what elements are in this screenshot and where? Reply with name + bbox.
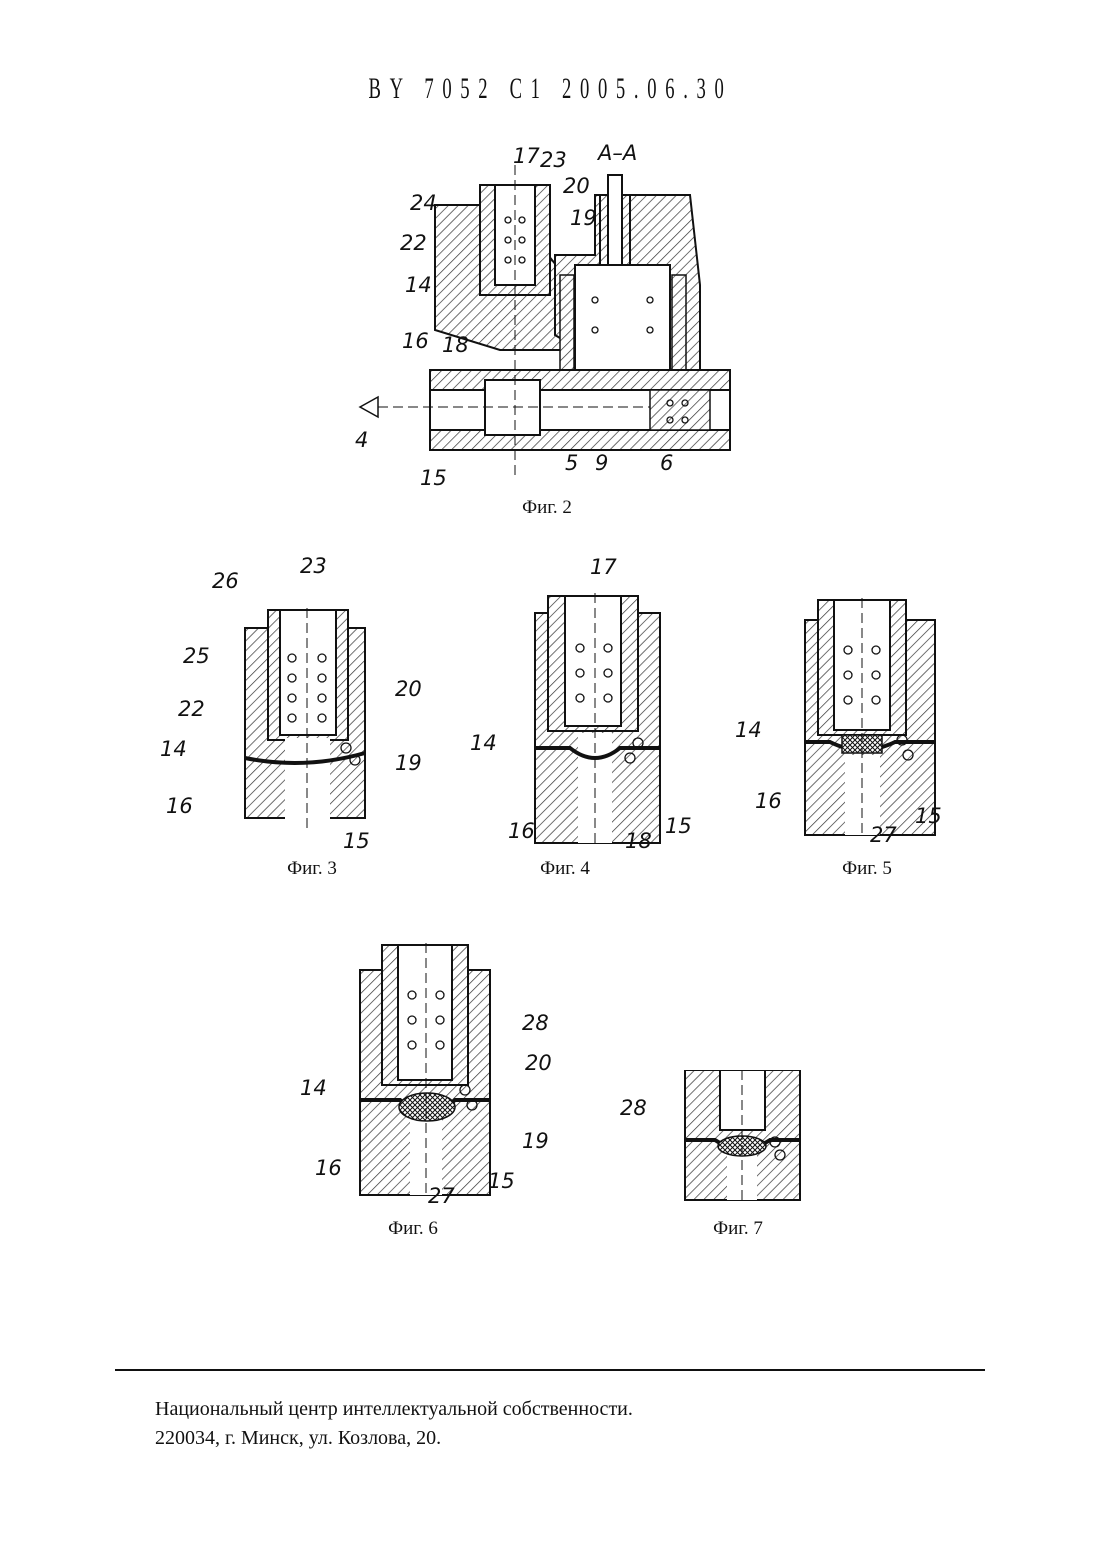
fig4-label-15: 15 — [665, 814, 692, 838]
fig6-label-20: 20 — [525, 1051, 552, 1075]
figure-7: 28 — [615, 1070, 815, 1210]
footer-address: 220034, г. Минск, ул. Козлова, 20. — [155, 1427, 441, 1450]
fig3-label-16: 16 — [166, 794, 193, 818]
fig4-label-16: 16 — [508, 819, 535, 843]
footer-divider — [115, 1369, 985, 1371]
figure-6-drawing: 28 20 14 19 16 27 15 — [290, 935, 570, 1215]
fig2-section-label: A–A — [596, 141, 637, 165]
figure-3-caption: Фиг. 3 — [252, 858, 372, 880]
fig5-label-16: 16 — [755, 789, 782, 813]
fig4-label-17: 17 — [590, 555, 617, 579]
figure-6-caption: Фиг. 6 — [353, 1218, 473, 1240]
figure-3: 26 23 25 22 20 14 19 16 15 — [150, 548, 440, 858]
fig2-label-20: 20 — [563, 174, 590, 198]
fig5-label-14: 14 — [735, 718, 762, 742]
figure-4-drawing: 17 14 16 18 15 — [460, 548, 700, 858]
figure-4: 17 14 16 18 15 — [460, 548, 700, 858]
fig5-label-15: 15 — [915, 804, 942, 828]
figure-5: 14 16 27 15 — [730, 580, 950, 855]
fig2-label-14: 14 — [405, 273, 432, 297]
footer-organization: Национальный центр интеллектуальной собс… — [155, 1398, 633, 1421]
fig4-label-18: 18 — [625, 829, 652, 853]
figure-7-caption: Фиг. 7 — [678, 1218, 798, 1240]
fig3-label-25: 25 — [183, 644, 210, 668]
fig4-label-14: 14 — [470, 731, 497, 755]
fig2-label-15: 15 — [420, 466, 447, 490]
fig2-label-22: 22 — [400, 231, 427, 255]
fig2-label-17: 17 — [513, 144, 540, 168]
figure-5-drawing: 14 16 27 15 — [730, 580, 950, 855]
fig6-label-15: 15 — [488, 1169, 515, 1193]
figure-6: 28 20 14 19 16 27 15 — [290, 935, 570, 1215]
fig3-label-20: 20 — [395, 677, 422, 701]
figure-2-caption: Фиг. 2 — [487, 497, 607, 519]
figure-3-drawing: 26 23 25 22 20 14 19 16 15 — [150, 548, 440, 858]
fig3-label-26: 26 — [212, 569, 239, 593]
fig5-label-27: 27 — [870, 823, 897, 847]
fig3-label-22: 22 — [178, 697, 205, 721]
fig2-label-24: 24 — [410, 191, 437, 215]
fig3-label-15: 15 — [343, 829, 370, 853]
fig2-label-6: 6 — [660, 451, 673, 475]
fig3-label-14: 14 — [160, 737, 187, 761]
fig2-label-19: 19 — [570, 206, 597, 230]
fig2-label-9: 9 — [595, 451, 608, 475]
figure-4-caption: Фиг. 4 — [505, 858, 625, 880]
document-header: BY 7052 C1 2005.06.30 — [209, 72, 892, 106]
fig2-label-23: 23 — [540, 148, 567, 172]
fig6-label-19: 19 — [522, 1129, 549, 1153]
fig3-label-23: 23 — [300, 554, 327, 578]
fig6-label-27: 27 — [428, 1184, 455, 1208]
fig2-label-16: 16 — [402, 329, 429, 353]
figure-5-caption: Фиг. 5 — [807, 858, 927, 880]
fig3-label-19: 19 — [395, 751, 422, 775]
fig6-label-14: 14 — [300, 1076, 327, 1100]
fig2-label-4: 4 — [355, 428, 368, 452]
figure-2-drawing: 17 23 20 19 24 22 14 16 18 4 15 5 9 6 A–… — [350, 135, 760, 495]
figure-7-drawing: 28 — [615, 1070, 815, 1210]
fig6-label-28: 28 — [522, 1011, 549, 1035]
figure-2: 17 23 20 19 24 22 14 16 18 4 15 5 9 6 A–… — [350, 135, 760, 495]
fig6-label-16: 16 — [315, 1156, 342, 1180]
fig7-label-28: 28 — [620, 1096, 647, 1120]
fig2-label-5: 5 — [565, 451, 578, 475]
fig2-label-18: 18 — [442, 333, 469, 357]
